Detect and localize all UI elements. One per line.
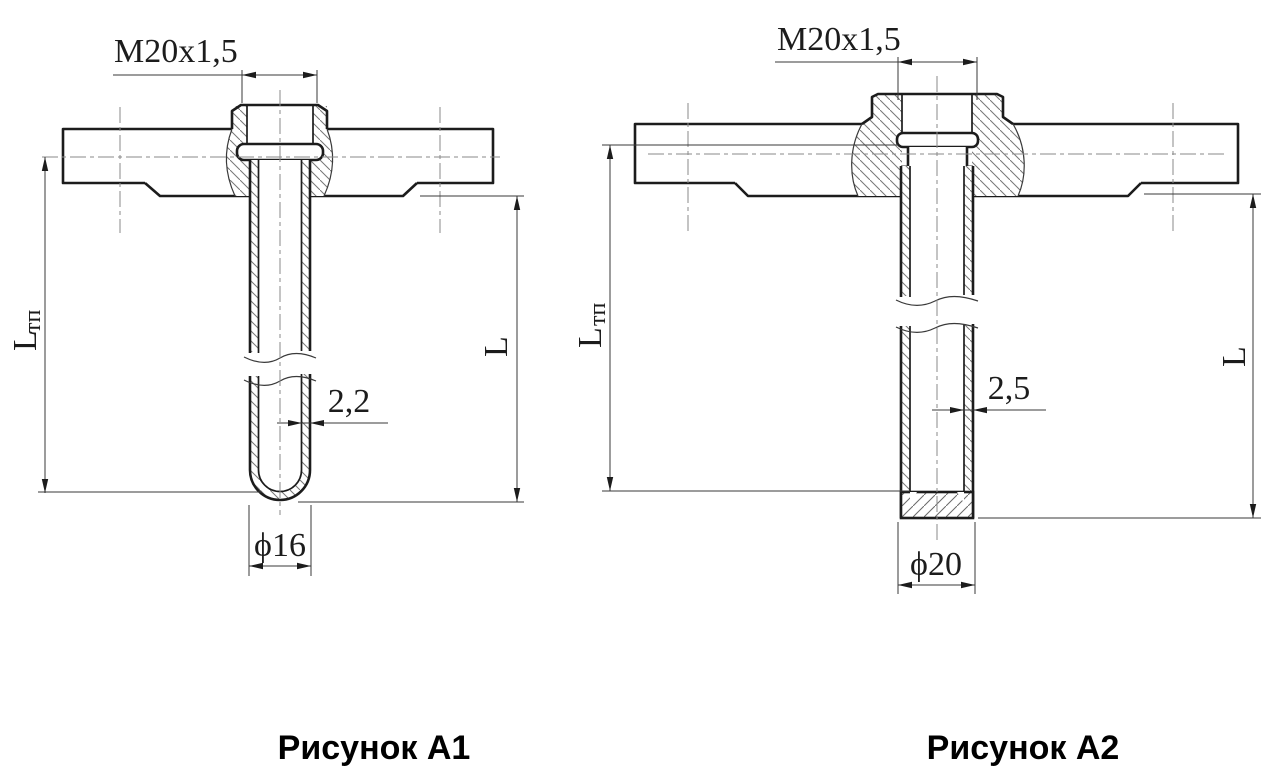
a2-thread-size-label: M20x1,5 [777, 21, 901, 58]
a1-thread-size-label: M20x1,5 [114, 33, 238, 70]
a2-tip-diameter-label: ϕ20 [910, 546, 962, 583]
a1-immersion-length-dimension: L тп [7, 157, 262, 493]
a2-immersion-length-subscript: тп [585, 303, 611, 326]
a2-tip-diameter-dimension: ϕ20 [897, 522, 976, 594]
a1-wall-thickness-label: 2,2 [328, 383, 371, 420]
a2-break-line-upper [895, 295, 979, 306]
a2-wall-thickness-dimension: 2,5 [932, 370, 1046, 414]
a1-break-line-upper [243, 352, 317, 363]
a1-wall-thickness-dimension: 2,2 [277, 383, 388, 427]
a1-caption: Рисунок А1 [278, 729, 471, 767]
a1-protection-tube [243, 159, 317, 502]
a2-immersion-length-dimension: L тп [572, 144, 910, 492]
figure-a2: M20x1,5 L тп L [572, 21, 1261, 767]
a2-wall-thickness-label: 2,5 [988, 370, 1031, 407]
a1-thread-dimension: M20x1,5 [113, 33, 318, 103]
a2-centerlines [648, 76, 1228, 540]
a2-break-line-lower [895, 322, 979, 333]
a1-weld-hatch [225, 106, 334, 197]
a1-tip-diameter-dimension: ϕ16 [248, 505, 312, 576]
a1-tip-diameter-label: ϕ16 [254, 527, 306, 564]
a1-immersion-length-label: L [7, 330, 44, 351]
figure-a1: M20x1,5 L тп L [7, 33, 524, 767]
a1-centerlines [42, 90, 500, 515]
a1-overall-length-dimension: L [298, 195, 524, 503]
a2-overall-length-dimension: L [978, 193, 1261, 519]
a1-round-tip [248, 469, 312, 502]
a2-caption: Рисунок А2 [927, 729, 1120, 767]
a1-overall-length-label: L [478, 336, 515, 357]
a2-immersion-length-label: L [572, 327, 609, 348]
a2-overall-length-label: L [1216, 346, 1253, 367]
a1-immersion-length-subscript: тп [20, 310, 46, 333]
a2-thread-dimension: M20x1,5 [775, 21, 978, 100]
